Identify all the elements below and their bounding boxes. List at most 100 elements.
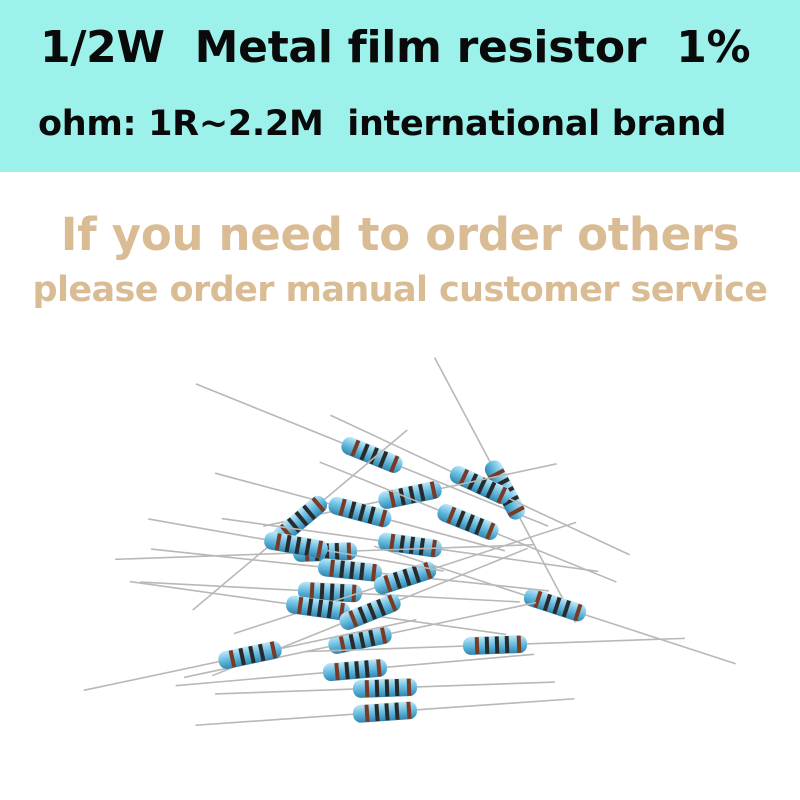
resistor-band — [348, 632, 356, 651]
resistor-band — [389, 455, 400, 473]
resistor-band — [319, 582, 325, 601]
resistor — [215, 678, 555, 698]
resistor-band — [398, 535, 406, 553]
resistor-band — [411, 565, 421, 583]
resistor-band — [294, 536, 302, 555]
resistor — [233, 521, 577, 635]
resistor-band — [379, 626, 388, 644]
resistor-band — [388, 490, 397, 508]
resistor-band — [274, 533, 282, 551]
resistor-band — [429, 481, 438, 499]
resistor-band — [329, 583, 335, 601]
resistor-band — [474, 637, 480, 655]
resistor — [83, 618, 417, 692]
resistor — [221, 517, 599, 573]
resistor-band — [316, 599, 324, 617]
resistor-band — [376, 598, 387, 617]
resistor-band — [311, 496, 326, 513]
resistor-band — [387, 594, 398, 612]
resistor-band — [304, 538, 312, 556]
promo-line-1: If you need to order others — [60, 208, 740, 261]
resistor-band — [507, 505, 525, 517]
resistor-band — [346, 542, 352, 560]
resistor-band — [348, 501, 357, 519]
resistor-band — [406, 701, 412, 719]
resistor-band — [349, 561, 355, 579]
product-subtitle: ohm: 1R~2.2M international brand — [38, 104, 727, 144]
resistor-band — [573, 603, 583, 622]
resistor-band — [316, 540, 324, 558]
resistor-band — [378, 450, 389, 469]
resistor-band — [516, 635, 522, 653]
resistor-band — [357, 606, 368, 624]
resistor-band — [370, 563, 377, 582]
resistor-band — [408, 485, 416, 504]
resistor-band — [496, 486, 508, 504]
resistor-band — [476, 477, 488, 495]
resistor-band — [389, 533, 396, 552]
resistor-band — [334, 662, 340, 681]
resistor-band — [392, 571, 402, 590]
resistor-band — [484, 636, 490, 654]
resistor-band — [306, 598, 314, 616]
resistor-band — [228, 650, 237, 668]
resistor-band — [366, 602, 377, 620]
resistor-band — [351, 584, 357, 602]
resistor-band — [376, 659, 382, 677]
resistor-band — [309, 582, 315, 600]
resistor-band — [269, 641, 278, 659]
resistor-band — [368, 628, 376, 647]
resistor-band — [446, 506, 457, 524]
resistor-band — [374, 679, 380, 697]
resistor-band — [367, 506, 376, 524]
resistor-band — [364, 680, 370, 698]
resistor-band — [394, 702, 400, 720]
resistor-band — [359, 562, 365, 580]
resistor-band — [338, 635, 347, 653]
promo-line-2: please order manual customer service — [32, 270, 768, 310]
resistor-band — [302, 504, 317, 521]
resistor-band — [383, 574, 393, 593]
resistor-band — [350, 439, 361, 457]
resistor-band — [374, 703, 380, 722]
resistor-band — [542, 593, 552, 612]
resistor-band — [485, 522, 496, 540]
resistor — [214, 472, 506, 552]
resistor-band — [379, 509, 388, 527]
resistor-band — [354, 661, 360, 679]
resistor-band — [406, 678, 412, 696]
resistor-band — [339, 584, 345, 602]
resistor-band — [394, 679, 400, 697]
resistor-band — [384, 679, 390, 697]
resistor-band — [552, 596, 562, 615]
resistor-band — [326, 600, 334, 619]
resistor-band — [359, 443, 370, 461]
resistor — [129, 580, 507, 636]
resistor-band — [344, 662, 350, 680]
resistor-band — [248, 645, 256, 664]
resistor — [319, 461, 617, 583]
resistor-band — [238, 647, 246, 666]
resistor-band — [423, 561, 433, 580]
resistor-band — [485, 481, 497, 499]
resistor — [175, 653, 535, 687]
resistor-band — [338, 498, 347, 517]
resistor-band — [357, 503, 367, 522]
resistor-band — [329, 559, 335, 577]
resistor-band — [402, 568, 412, 587]
resistor — [195, 383, 549, 527]
resistor-band — [455, 510, 466, 528]
resistor-band — [474, 517, 485, 536]
resistor-band — [284, 534, 292, 553]
resistor-band — [294, 510, 309, 527]
resistor-band — [458, 468, 470, 486]
resistor — [148, 518, 444, 572]
resistor-band — [561, 600, 571, 618]
resistor — [195, 697, 575, 727]
resistor-band — [338, 602, 345, 621]
resistor-band — [348, 610, 359, 628]
resistor-band — [464, 514, 475, 532]
resistor-band — [364, 704, 370, 722]
resistor-band — [384, 703, 390, 721]
resistor-band — [339, 560, 345, 578]
